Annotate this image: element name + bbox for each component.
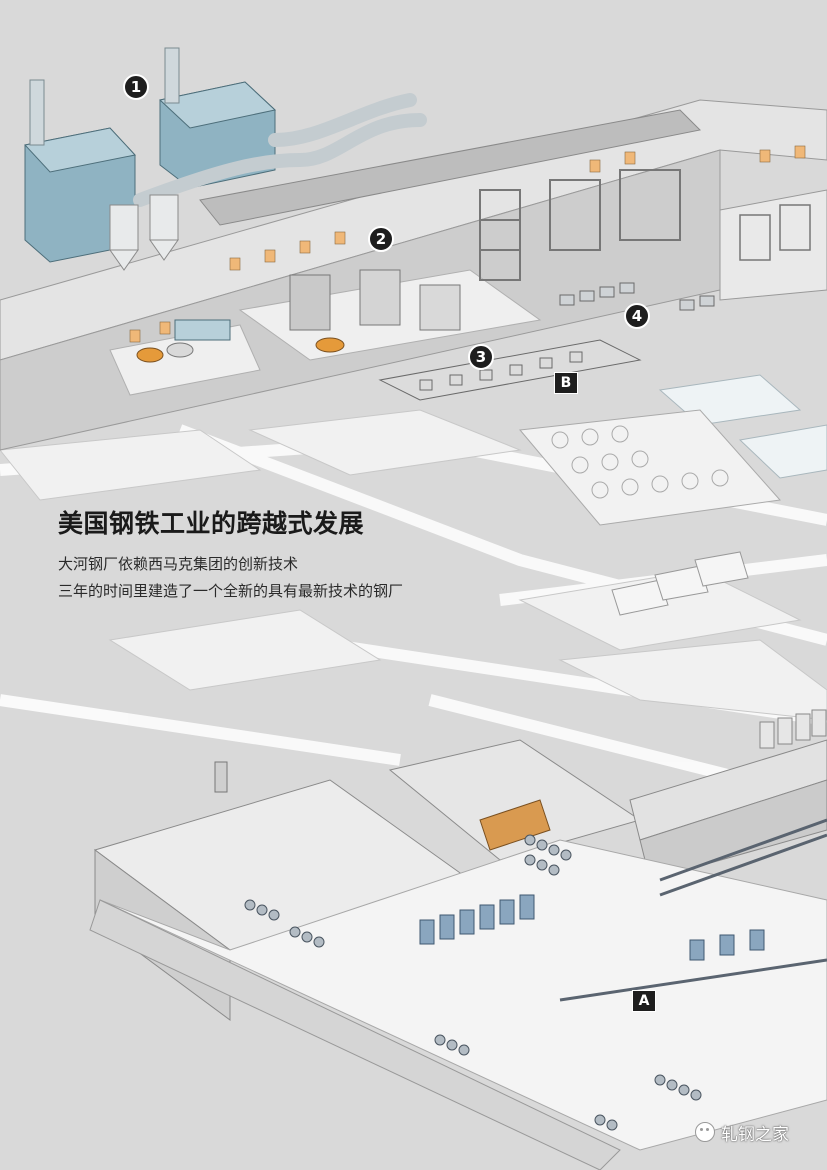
subtitle-line-1: 大河钢厂依赖西马克集团的创新技术 bbox=[58, 555, 299, 573]
cooling-towers bbox=[519, 409, 781, 526]
marker-3: 3 bbox=[468, 344, 494, 370]
floor-slab bbox=[89, 839, 827, 1170]
mill-stands bbox=[419, 894, 765, 961]
bottom-hall-mid bbox=[388, 739, 642, 861]
road-blocks bbox=[0, 409, 827, 721]
converter-area bbox=[238, 269, 542, 361]
page-title: 美国钢铁工业的跨越式发展 bbox=[58, 509, 365, 538]
tanks bbox=[759, 709, 827, 749]
marker-1: 1 bbox=[123, 74, 149, 100]
area-a-label: A bbox=[632, 990, 656, 1012]
small-buildings bbox=[611, 551, 749, 616]
caster-tower bbox=[479, 169, 681, 281]
slab-yard bbox=[559, 282, 715, 311]
hall-windows bbox=[129, 145, 806, 343]
marker-2: 2 bbox=[368, 226, 394, 252]
ladle-area bbox=[109, 319, 261, 396]
process-line bbox=[559, 818, 827, 1002]
marker-4: 4 bbox=[624, 303, 650, 329]
wechat-icon bbox=[695, 1122, 715, 1142]
rolling-line-top bbox=[378, 339, 642, 401]
watermark: 轧钢之家 bbox=[695, 1118, 789, 1146]
area-b-label: B bbox=[554, 372, 578, 394]
coil-rows bbox=[244, 834, 702, 1131]
dust-collector-1 bbox=[24, 79, 136, 263]
watermark-text: 轧钢之家 bbox=[721, 1124, 789, 1145]
ducts bbox=[133, 93, 427, 207]
right-structure bbox=[719, 189, 827, 301]
subtitle-line-2: 三年的时间里建造了一个全新的具有最新技术的钢厂 bbox=[58, 582, 404, 600]
cyclones bbox=[109, 194, 179, 271]
